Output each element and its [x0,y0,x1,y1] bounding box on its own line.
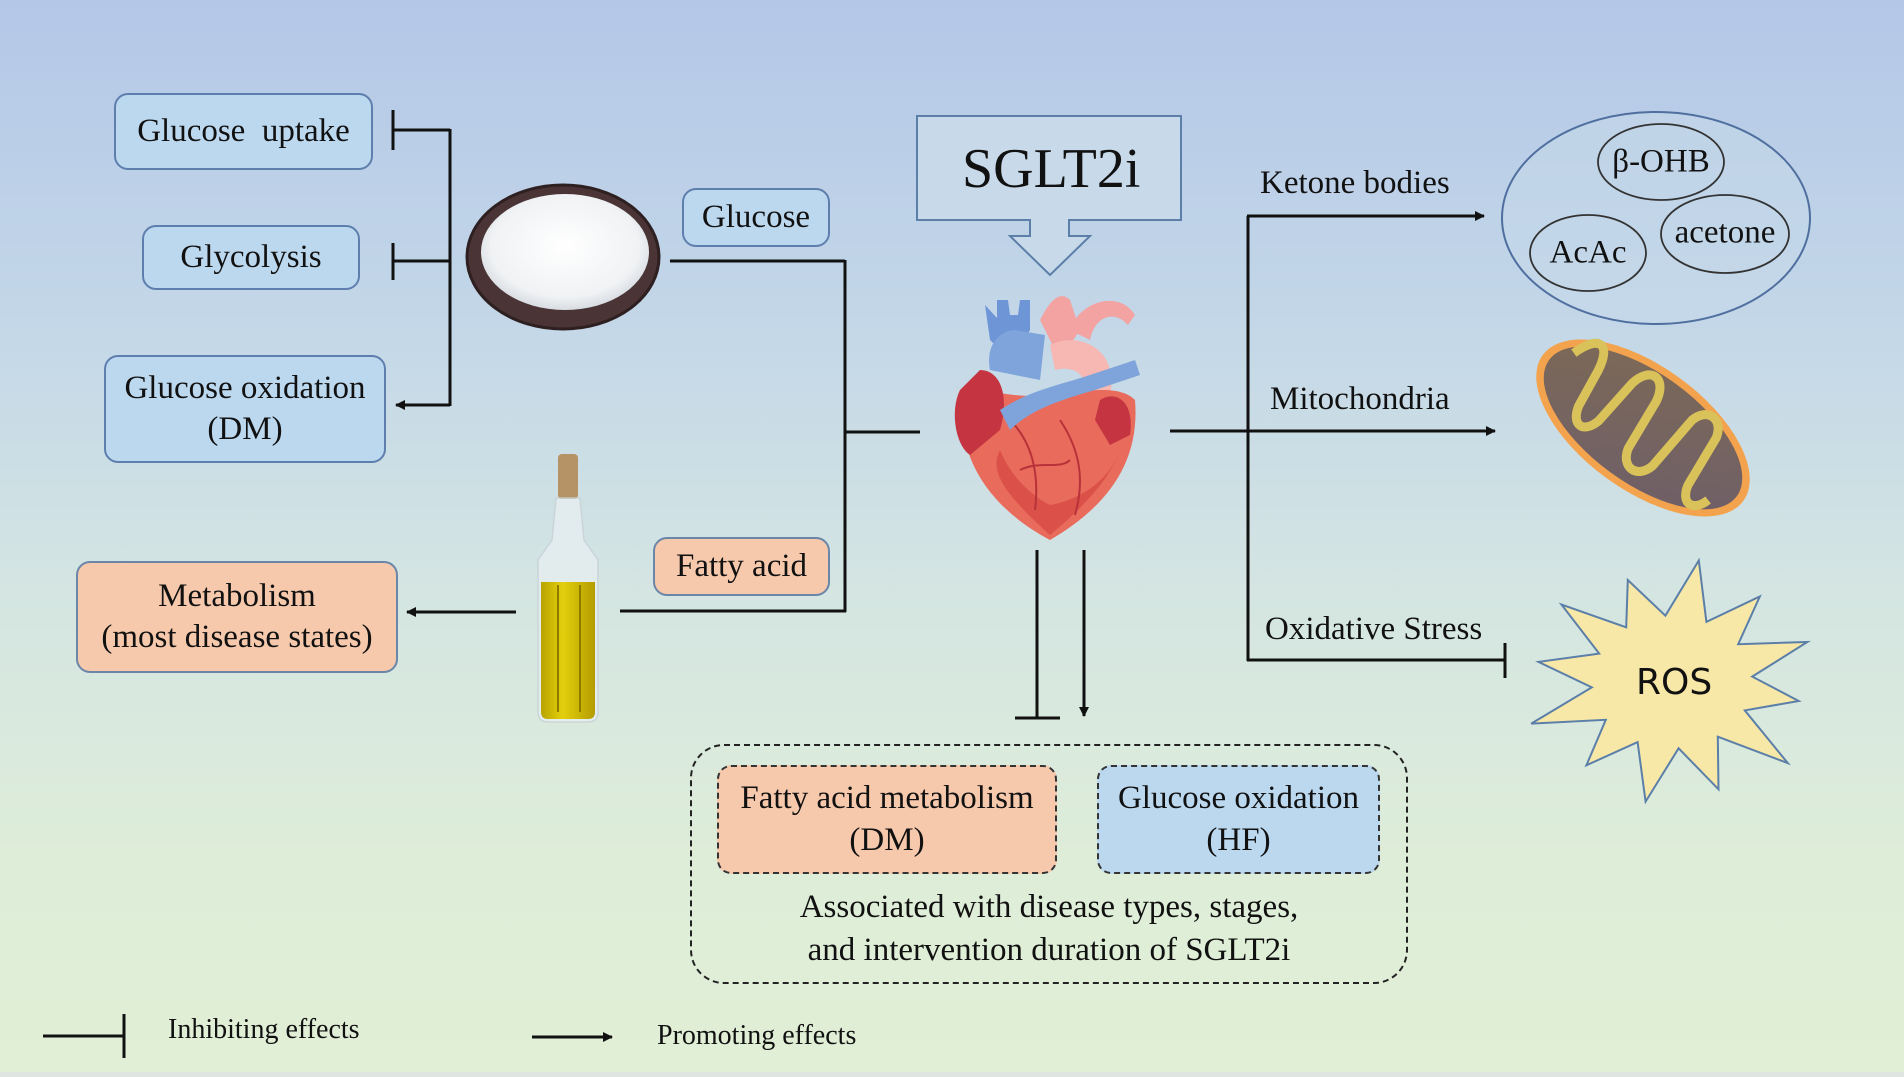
sglt2i-callout [916,115,1182,277]
glycolysis-box: Glycolysis [142,225,360,290]
fatty-acid-metabolism-dm-box: Fatty acid metabolism (DM) [717,765,1057,874]
caption-line1: Associated with disease types, stages, [799,889,1299,925]
glucose-oxidation-dm-box: Glucose oxidation (DM) [104,355,386,463]
glucose-oxidation-hf-line1: Glucose oxidation [1117,780,1360,817]
left-bracket [391,110,452,410]
fatty-acid-box: Fatty acid [653,537,830,596]
ketone-ellipse-bohb [1597,123,1725,201]
ketone-outer-ellipse [1501,111,1811,325]
legend-promoting-label: Promoting effects [657,1020,857,1051]
mitochondria-label: Mitochondria [1270,381,1450,417]
glucose-oxidation-dm-line2: (DM) [207,411,283,447]
fatty-acid-label: Fatty acid [675,547,808,584]
fatty-acid-metabolism-line2: (DM) [849,821,925,858]
substrate-bracket [406,259,920,617]
heart-outputs [1015,550,1089,720]
heart-icon [954,296,1140,540]
fatty-acid-metabolism-line1: Fatty acid metabolism [740,780,1034,817]
disease-context-container [690,744,1408,984]
ros-label: ROS [1636,662,1713,703]
glucose-oxidation-hf-box: Glucose oxidation (HF) [1097,765,1380,874]
ros-starburst [1530,557,1811,805]
glucose-uptake-box: Glucose uptake [114,93,373,170]
ketone-bodies-group [1501,111,1811,325]
metabolism-line1: Metabolism [158,577,316,614]
legend-glyphs [43,1014,613,1058]
oil-bottle-icon [537,454,599,723]
metabolism-line2: (most disease states) [101,619,373,655]
right-bracket [1170,211,1507,678]
mitochondrion-icon [1536,338,1750,517]
ketone-bohb-label: β-OHB [1612,143,1710,180]
disease-context-caption: Associated with disease types, stages, a… [690,886,1408,972]
sugar-bowl-icon [465,183,661,331]
ketone-ellipse-acac [1529,214,1647,292]
glucose-box: Glucose [682,188,830,247]
bottom-strip [0,1072,1904,1077]
ketone-acac-label: AcAc [1549,234,1627,271]
glucose-label: Glucose [701,198,811,235]
legend-inhibiting-label: Inhibiting effects [168,1014,360,1045]
ketone-bodies-label: Ketone bodies [1260,165,1450,201]
glucose-oxidation-hf-line2: (HF) [1206,821,1271,858]
glucose-oxidation-dm-line1: Glucose oxidation [124,369,366,406]
glucose-uptake-label: Glucose uptake [137,112,350,149]
glycolysis-label: Glycolysis [180,238,322,275]
sglt2i-label: SGLT2i [962,138,1141,200]
metabolism-box: Metabolism (most disease states) [76,561,398,673]
caption-line2: and intervention duration of SGLT2i [807,932,1291,968]
ketone-acetone-label: acetone [1674,214,1776,251]
oxidative-stress-label: Oxidative Stress [1265,611,1483,647]
ketone-ellipse-acetone [1660,194,1790,274]
